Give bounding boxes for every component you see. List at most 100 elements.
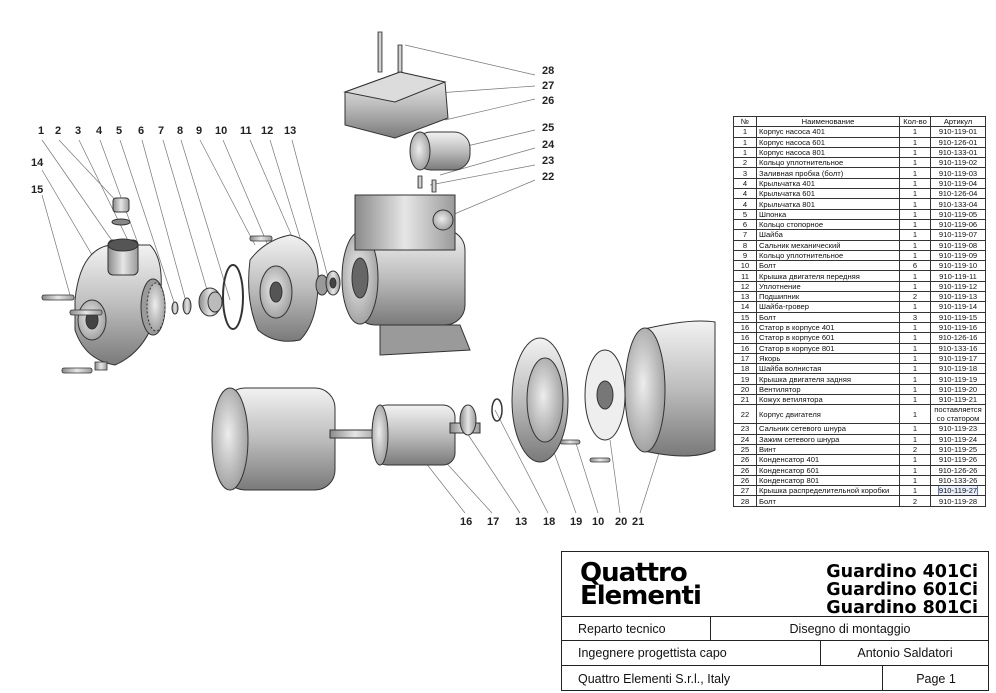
row-name: Корпус насоса 801	[756, 146, 900, 159]
row-qty: 1	[899, 404, 931, 425]
row-name: Статор в корпусе 401	[756, 321, 900, 334]
row-article: 910-119-01	[930, 126, 986, 138]
row-article: 910-119-07	[930, 229, 986, 241]
capacitor-part	[409, 131, 471, 171]
row-number: 15	[733, 311, 757, 323]
title-row-engineer: Ingegnere progettista capo Antonio Salda…	[562, 640, 988, 665]
row-name: Статор в корпусе 801	[756, 342, 900, 354]
row-article: 910-119-02	[930, 157, 986, 169]
highlighted-article: 910-119-27	[937, 486, 979, 496]
row-qty: 1	[899, 373, 931, 385]
row-article: 910-119-14	[930, 301, 986, 313]
row-qty: 1	[899, 218, 931, 231]
callout-label: 6	[138, 125, 144, 137]
row-article: 910-119-05	[930, 208, 986, 220]
row-qty: 1	[899, 433, 931, 445]
wave-washer-part	[491, 398, 503, 422]
seal-rings	[171, 264, 244, 330]
row-article: 910-119-10	[930, 260, 986, 272]
row-name: Кольцо уплотнительное	[756, 157, 900, 169]
row-qty: 1	[899, 280, 931, 293]
row-qty: 1	[899, 126, 931, 138]
row-name: Крышка двигателя задняя	[756, 373, 900, 385]
row-number: 26	[733, 464, 757, 476]
row-name: Крыльчатка 601	[756, 188, 900, 200]
callout-label: 28	[542, 65, 554, 77]
row-name: Корпус насоса 601	[756, 136, 900, 148]
row-article: 910-133-01	[930, 146, 986, 159]
callout-label: 26	[542, 95, 554, 107]
row-name: Подшипник	[756, 291, 900, 303]
row-number: 17	[733, 352, 757, 365]
callout-label: 27	[542, 80, 554, 92]
row-qty: 1	[899, 454, 931, 466]
callouts-top-row: 1 2 3 4 5 6 7 8 9 10 11 12 13	[38, 125, 296, 137]
row-article: 910-119-11	[930, 270, 986, 282]
header-name: Наименование	[756, 115, 900, 128]
row-article: 910-126-16	[930, 332, 986, 344]
callout-label: 12	[261, 125, 273, 137]
row-name: Конденсатор 601	[756, 464, 900, 476]
row-number: 28	[733, 495, 757, 507]
row-name: Шайба-гровер	[756, 301, 900, 313]
row-article: 910-126-26	[930, 464, 986, 476]
row-number: 25	[733, 443, 757, 456]
row-name: Болт	[756, 260, 900, 272]
row-number: 14	[733, 301, 757, 313]
row-number: 8	[733, 239, 757, 251]
logo: Quattro Elementi	[580, 560, 702, 609]
row-number: 16	[733, 321, 757, 334]
row-qty: 1	[899, 383, 931, 396]
row-number: 13	[733, 291, 757, 303]
row-article: 910-119-13	[930, 291, 986, 303]
row-number: 9	[733, 249, 757, 262]
row-number: 10	[733, 260, 757, 272]
row-article: 910-119-09	[930, 249, 986, 262]
drawing-type-label: Disegno di montaggio	[710, 617, 989, 640]
callout-label: 13	[515, 516, 527, 528]
title-block: Quattro Elementi Guardino 401Ci Guardino…	[561, 551, 989, 691]
filler-plug-part	[111, 197, 131, 226]
callout-label: 9	[196, 125, 202, 137]
callout-label: 22	[542, 171, 554, 183]
row-qty: 1	[899, 167, 931, 179]
callout-label: 2	[55, 125, 61, 137]
front-motor-cover-part	[248, 234, 319, 342]
row-name: Корпус двигателя	[756, 404, 900, 425]
row-qty: 1	[899, 394, 931, 406]
row-article: 910-119-28	[930, 495, 986, 507]
row-qty: 2	[899, 443, 931, 456]
row-number: 23	[733, 423, 757, 435]
row-article: 910-119-06	[930, 218, 986, 231]
callout-label: 13	[284, 125, 296, 137]
callout-label: 8	[177, 125, 183, 137]
row-name: Крыльчатка 801	[756, 198, 900, 210]
table-header-row: № Наименование Кол-во Артикул	[733, 115, 986, 128]
row-qty: 1	[899, 342, 931, 354]
row-number: 2	[733, 157, 757, 169]
row-number: 19	[733, 373, 757, 385]
header-qty: Кол-во	[899, 115, 931, 128]
row-article: 910-119-23	[930, 423, 986, 435]
callout-label: 25	[542, 122, 554, 134]
row-article: 910-133-04	[930, 198, 986, 210]
bearing-part	[315, 270, 341, 296]
rotor-part	[329, 404, 481, 466]
row-number: 4	[733, 188, 757, 200]
row-qty: 1	[899, 301, 931, 313]
row-name: Шайба волнистая	[756, 363, 900, 375]
